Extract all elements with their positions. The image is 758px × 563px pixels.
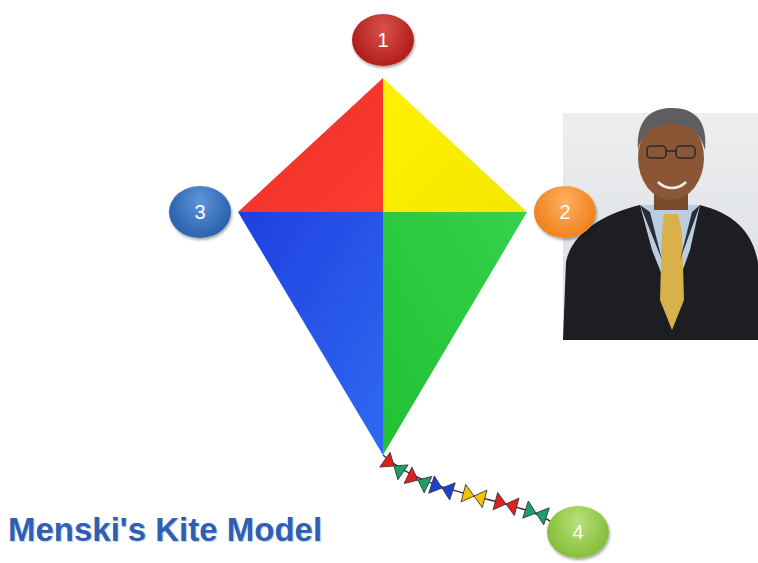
kite-green-quadrant	[383, 212, 527, 455]
callout-number-circle: 4	[547, 506, 609, 558]
hair	[638, 108, 706, 150]
tail-bows	[380, 452, 549, 525]
kite-blue-quadrant	[238, 212, 383, 455]
kite-red-quadrant	[238, 78, 383, 212]
callout-number-circle: 1	[352, 14, 414, 66]
kite-tail	[383, 455, 552, 522]
tie	[660, 214, 684, 330]
callout-number: 2	[559, 202, 570, 222]
tail-bow	[404, 467, 432, 493]
callout-number: 1	[377, 30, 388, 50]
callout-number-circle: 2	[534, 186, 596, 238]
kite-yellow-quadrant	[383, 78, 527, 212]
tail-bow	[523, 501, 549, 525]
callout-number-circle: 3	[169, 186, 231, 238]
photo-background	[563, 113, 758, 340]
smile	[658, 182, 686, 188]
callout-number: 3	[194, 202, 205, 222]
tail-bow	[461, 484, 487, 507]
tail-bow	[429, 476, 455, 500]
diagram-title: Menski's Kite Model	[8, 511, 322, 549]
glasses	[647, 146, 695, 158]
callout-number: 4	[572, 522, 583, 542]
tail-bow	[493, 492, 519, 515]
suit	[563, 205, 758, 340]
tail-bow	[380, 452, 408, 479]
lapels	[640, 205, 700, 260]
